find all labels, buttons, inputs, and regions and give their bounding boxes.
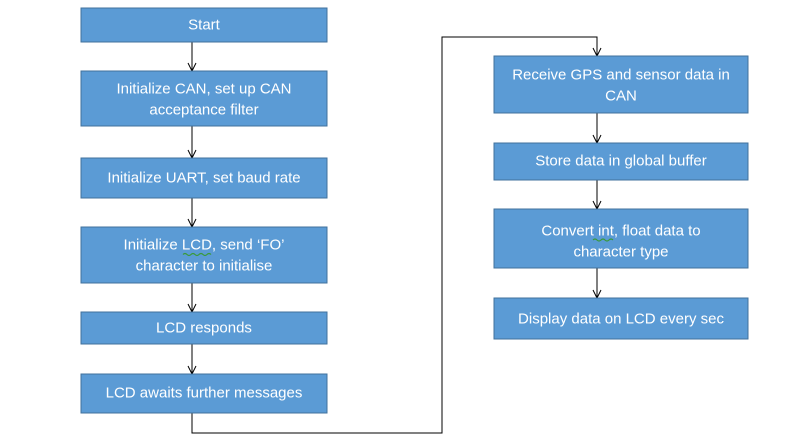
step-init-uart-label: Initialize UART, set baud rate — [107, 170, 300, 187]
connectors — [191, 36, 597, 434]
step-init-can: Initialize CAN, set up CAN acceptance fi… — [80, 70, 328, 127]
step-receive-data-label-line-2: CAN — [605, 88, 637, 105]
spellcheck-underline — [592, 238, 614, 242]
step-lcd-awaits-label: LCD awaits further messages — [106, 385, 303, 402]
step-start-label: Start — [188, 17, 221, 34]
step-store-data: Store data in global buffer — [493, 142, 749, 181]
arrow-lcd-awaits-to-receive-data — [191, 36, 597, 434]
step-receive-data: Receive GPS and sensor data in CAN — [493, 55, 749, 114]
step-convert-data-label-line-2: character type — [573, 244, 668, 261]
step-init-lcd-label-line-1: Initialize LCD, send ‘FO’ — [124, 237, 285, 254]
step-init-can-label-line-1: Initialize CAN, set up CAN — [116, 81, 291, 98]
step-lcd-responds: LCD responds — [80, 311, 328, 345]
step-init-can-label-line-2: acceptance filter — [149, 102, 258, 119]
step-convert-data: Convert int, float data to character typ… — [493, 208, 749, 269]
step-convert-data-label-line-1: Convert int, float data to — [541, 223, 700, 240]
step-lcd-responds-label: LCD responds — [156, 320, 252, 337]
step-init-uart: Initialize UART, set baud rate — [80, 157, 328, 199]
step-start: Start — [80, 7, 328, 43]
step-store-data-label: Store data in global buffer — [535, 153, 707, 170]
step-display-data: Display data on LCD every sec — [493, 297, 749, 340]
step-lcd-awaits: LCD awaits further messages — [80, 373, 328, 414]
spellcheck-underline — [182, 252, 212, 257]
step-display-data-label: Display data on LCD every sec — [518, 311, 724, 328]
step-init-lcd-label-line-2: character to initialise — [136, 258, 273, 275]
step-receive-data-label-line-1: Receive GPS and sensor data in — [512, 67, 730, 84]
